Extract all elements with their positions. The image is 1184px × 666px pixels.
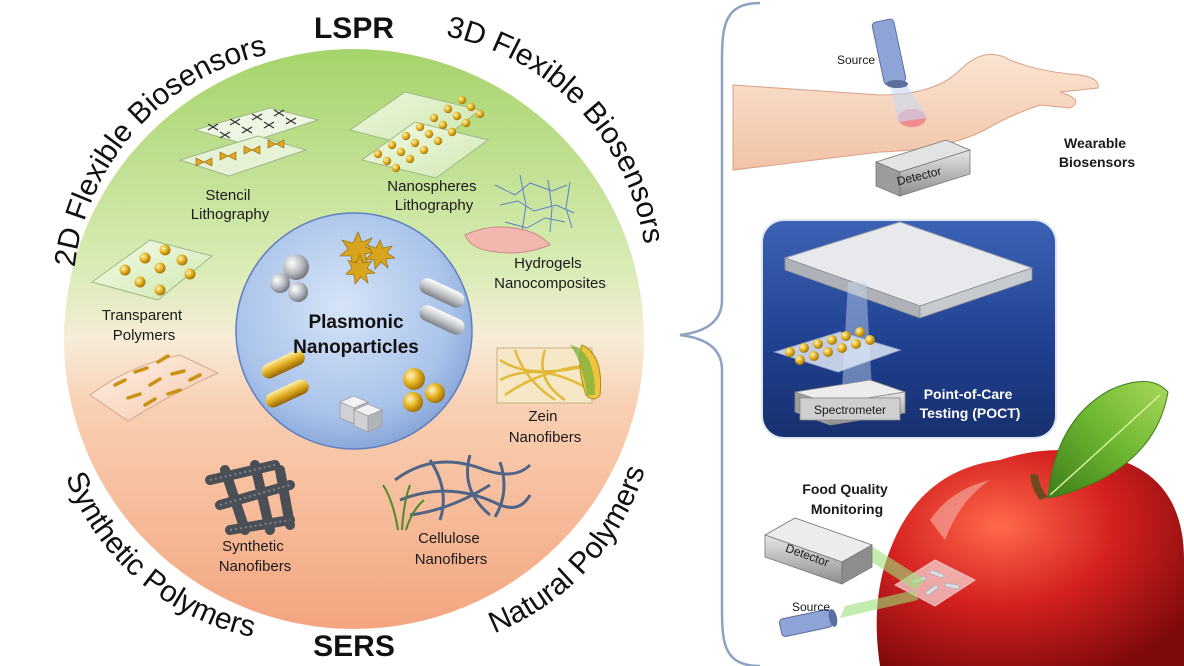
food-detector-box bbox=[764, 517, 873, 585]
nanoparticle-dot bbox=[391, 163, 401, 173]
nanoparticle-dot bbox=[452, 111, 462, 121]
nanoparticle-dot bbox=[475, 109, 485, 119]
nanoparticle-dot bbox=[424, 129, 434, 139]
nanosphere-dots bbox=[373, 95, 485, 173]
nanoparticle-dot bbox=[410, 138, 420, 148]
hydrogels-nanocomposites-label: Hydrogels Nanocomposites bbox=[494, 255, 606, 292]
apple-stem bbox=[1030, 474, 1048, 500]
nanoparticle-dot bbox=[443, 104, 453, 114]
silver-spheres bbox=[270, 254, 309, 302]
curly-brace bbox=[679, 1, 761, 666]
center-title-line1: Plasmonic bbox=[308, 312, 403, 333]
nanorod-film-illustration bbox=[89, 354, 220, 422]
zein-nanofibers-illustration bbox=[496, 344, 602, 404]
food-beam-in bbox=[840, 590, 918, 618]
hydrogel-network-illustration bbox=[464, 174, 575, 254]
apple-highlight bbox=[930, 480, 990, 540]
nanoparticle-dot bbox=[795, 355, 805, 365]
nanoparticle-dot bbox=[461, 118, 471, 128]
nanoparticle-dot bbox=[396, 147, 406, 157]
silver-nanorods bbox=[419, 278, 465, 335]
wearable-title: Wearable Biosensors bbox=[1059, 135, 1135, 170]
nanoparticle-dot bbox=[827, 335, 837, 345]
plasmonic-nanoparticles-center: Plasmonic Nanoparticles bbox=[235, 212, 473, 450]
center-title-line2: Nanoparticles bbox=[293, 337, 419, 358]
silver-nanocubes bbox=[338, 395, 384, 433]
wearable-detector-box bbox=[874, 139, 972, 197]
food-quality-title: Food Quality Monitoring bbox=[802, 481, 891, 517]
nanoparticle-dot bbox=[419, 145, 429, 155]
synthetic-nanofibers-illustration bbox=[205, 460, 295, 535]
nanoparticle-dot bbox=[813, 339, 823, 349]
nanoparticle-dot bbox=[405, 154, 415, 164]
zein-nanofibers-label: Zein Nanofibers bbox=[509, 408, 582, 446]
cellulose-nanofibers-illustration bbox=[382, 454, 532, 531]
stencil-lithography-label: Stencil Lithography bbox=[191, 187, 270, 223]
food-quality-panel: Detector Source Food Quality Monitoring bbox=[764, 381, 1184, 666]
wearable-source-label: Source bbox=[837, 53, 875, 67]
source-device bbox=[871, 18, 908, 88]
nanoparticle-dot bbox=[415, 122, 425, 132]
food-source-label: Source bbox=[792, 600, 830, 614]
nanoparticle-dot bbox=[373, 149, 383, 159]
stencil-lithography-illustration bbox=[178, 107, 320, 177]
poct-device-top bbox=[783, 221, 1034, 319]
nanoparticle-dot bbox=[433, 136, 443, 146]
nanoparticle-dot bbox=[841, 331, 851, 341]
sers-label: SERS bbox=[313, 630, 395, 663]
apple bbox=[876, 450, 1184, 666]
nanoparticle-dot bbox=[865, 335, 875, 345]
cellulose-nanofibers-label: Cellulose Nanofibers bbox=[415, 530, 488, 568]
nanoparticle-dot bbox=[429, 113, 439, 123]
nanoparticle-dot bbox=[387, 140, 397, 150]
synthetic-nanofibers-label: Synthetic Nanofibers bbox=[219, 538, 292, 575]
nanoparticle-dot bbox=[401, 131, 411, 141]
food-source-device bbox=[778, 609, 838, 637]
gold-spheres bbox=[403, 368, 445, 412]
poct-panel: Spectrometer Point-of-Care Testing (POCT… bbox=[761, 219, 1057, 439]
nanoparticle-dot bbox=[799, 343, 809, 353]
transparent-polymers-illustration bbox=[90, 239, 214, 301]
nanoparticle-dot bbox=[438, 120, 448, 130]
lspr-label: LSPR bbox=[314, 12, 394, 45]
transparent-polymers-label: Transparent Polymers bbox=[102, 307, 187, 344]
nanoparticle-dot bbox=[785, 347, 795, 357]
concept-wheel: 2D Flexible Biosensors 3D Flexible Biose… bbox=[49, 11, 670, 663]
poct-title: Point-of-Care Testing (POCT) bbox=[920, 386, 1021, 421]
nanoparticle-dot bbox=[447, 127, 457, 137]
nanoparticle-dot bbox=[855, 327, 865, 337]
nanoparticle-dot bbox=[466, 102, 476, 112]
spectrometer-box bbox=[794, 379, 906, 426]
wearable-biosensor-panel: Source Detector Wearable Biosensors bbox=[732, 18, 1135, 197]
nanoparticle-dot bbox=[809, 351, 819, 361]
nanoparticle-dot bbox=[837, 343, 847, 353]
nanoparticle-dot bbox=[457, 95, 467, 105]
gold-nanorods bbox=[261, 350, 309, 408]
poct-nanoparticles bbox=[785, 327, 875, 365]
nanoparticle-dot bbox=[382, 156, 392, 166]
gold-nanostars bbox=[339, 231, 396, 285]
nanospheres-lithography-label: Nanospheres Lithography bbox=[387, 178, 480, 214]
spectrometer-label: Spectrometer bbox=[814, 403, 886, 417]
nanoparticle-dot bbox=[851, 339, 861, 349]
nanoparticle-dot bbox=[823, 347, 833, 357]
source-beam bbox=[890, 82, 928, 122]
